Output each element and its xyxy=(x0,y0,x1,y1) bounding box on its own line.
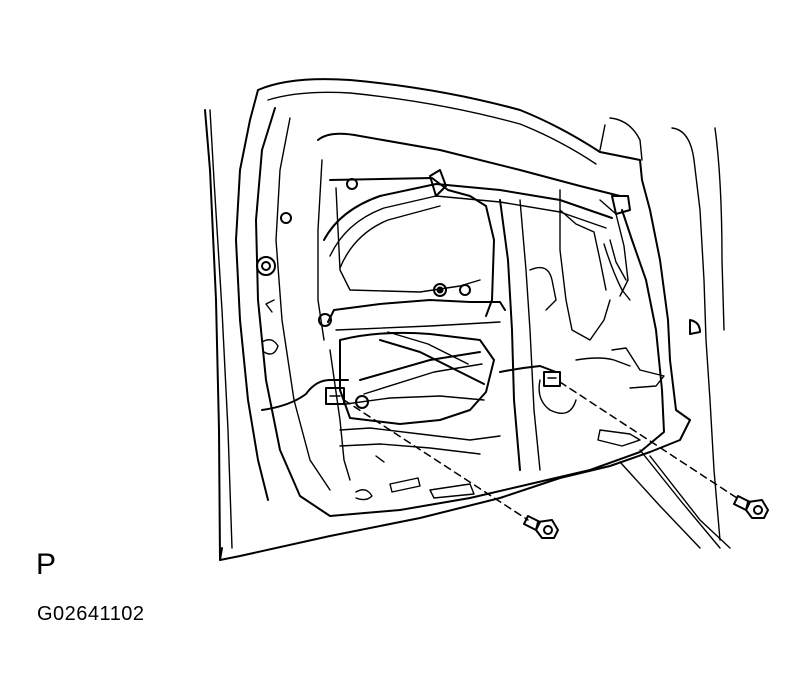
bolt-left-installed xyxy=(325,387,345,405)
clips-and-holes xyxy=(256,178,701,501)
inner-panel xyxy=(255,107,665,517)
wire-harness xyxy=(261,347,665,447)
view-label: P xyxy=(36,548,57,581)
door-frame xyxy=(204,78,731,561)
bolt-removed-center xyxy=(523,515,559,539)
bolt-right-installed xyxy=(543,371,561,387)
regulator-mechanism xyxy=(339,283,501,455)
figure-code: G02641102 xyxy=(37,603,145,625)
regulator-cables xyxy=(323,169,631,301)
bolt-removed-right xyxy=(733,495,769,519)
leader-lines xyxy=(343,381,741,521)
